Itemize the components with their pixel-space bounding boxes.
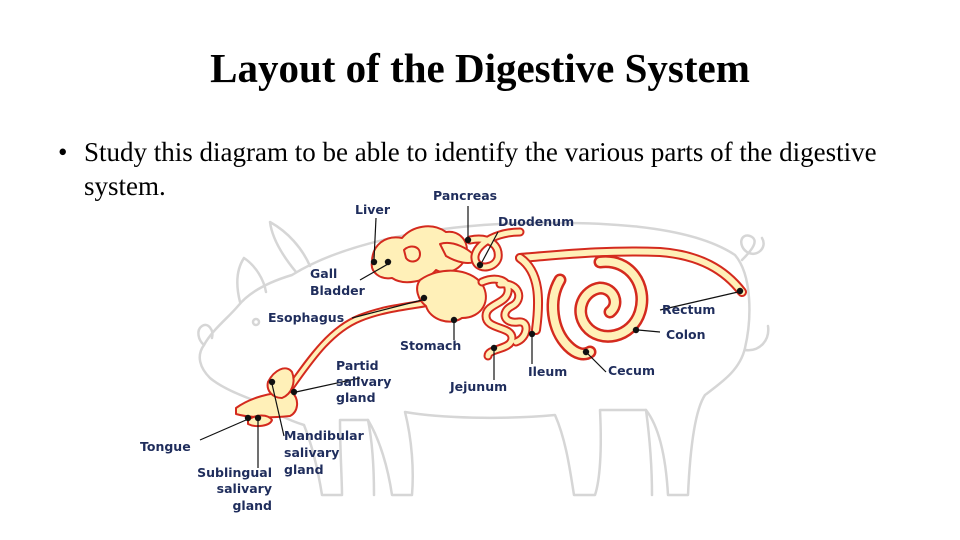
label-partid-line3: gland: [336, 390, 376, 405]
label-sublingual-line3: gland: [232, 498, 272, 513]
label-mandibular-line2: salivary: [284, 445, 339, 460]
label-sublingual-line2: salivary: [217, 481, 272, 496]
label-esophagus: Esophagus: [268, 310, 344, 325]
label-colon: Colon: [666, 327, 706, 342]
label-rectum: Rectum: [662, 302, 715, 317]
bullet-mark: •: [58, 137, 68, 167]
label-stomach: Stomach: [400, 338, 461, 353]
label-partid-line1: Partid: [336, 358, 379, 373]
label-duodenum: Duodenum: [498, 214, 574, 229]
colon-spiral: [546, 255, 649, 361]
duodenum-tube: [465, 227, 525, 272]
label-gall-bladder-line1: Gall: [310, 266, 337, 281]
label-mandibular-line1: Mandibular: [284, 428, 365, 443]
label-cecum: Cecum: [608, 363, 655, 378]
bullet-text: Study this diagram to be able to identif…: [84, 137, 877, 201]
esophagus-tube: [286, 296, 444, 392]
label-gall-bladder-line2: Bladder: [310, 283, 366, 298]
label-jejunum: Jejunum: [449, 379, 507, 394]
label-partid-line2: salivary: [336, 374, 391, 389]
slide-title: Layout of the Digestive System: [210, 45, 750, 91]
jejunum-coils: [477, 274, 531, 361]
large-intestine-tube: [515, 246, 747, 335]
label-leaders: [199, 206, 744, 468]
label-pancreas: Pancreas: [433, 188, 497, 203]
label-liver: Liver: [355, 202, 391, 217]
label-tongue: Tongue: [140, 439, 191, 454]
label-ileum: Ileum: [528, 364, 567, 379]
label-mandibular-line3: gland: [284, 462, 324, 477]
bullet-point: • Study this diagram to be able to ident…: [58, 135, 918, 203]
pig-body-outline: [197, 220, 770, 497]
organ-labels: Liver Pancreas Duodenum Gall Bladder Eso…: [140, 188, 715, 513]
label-sublingual-line1: Sublingual: [197, 465, 272, 480]
